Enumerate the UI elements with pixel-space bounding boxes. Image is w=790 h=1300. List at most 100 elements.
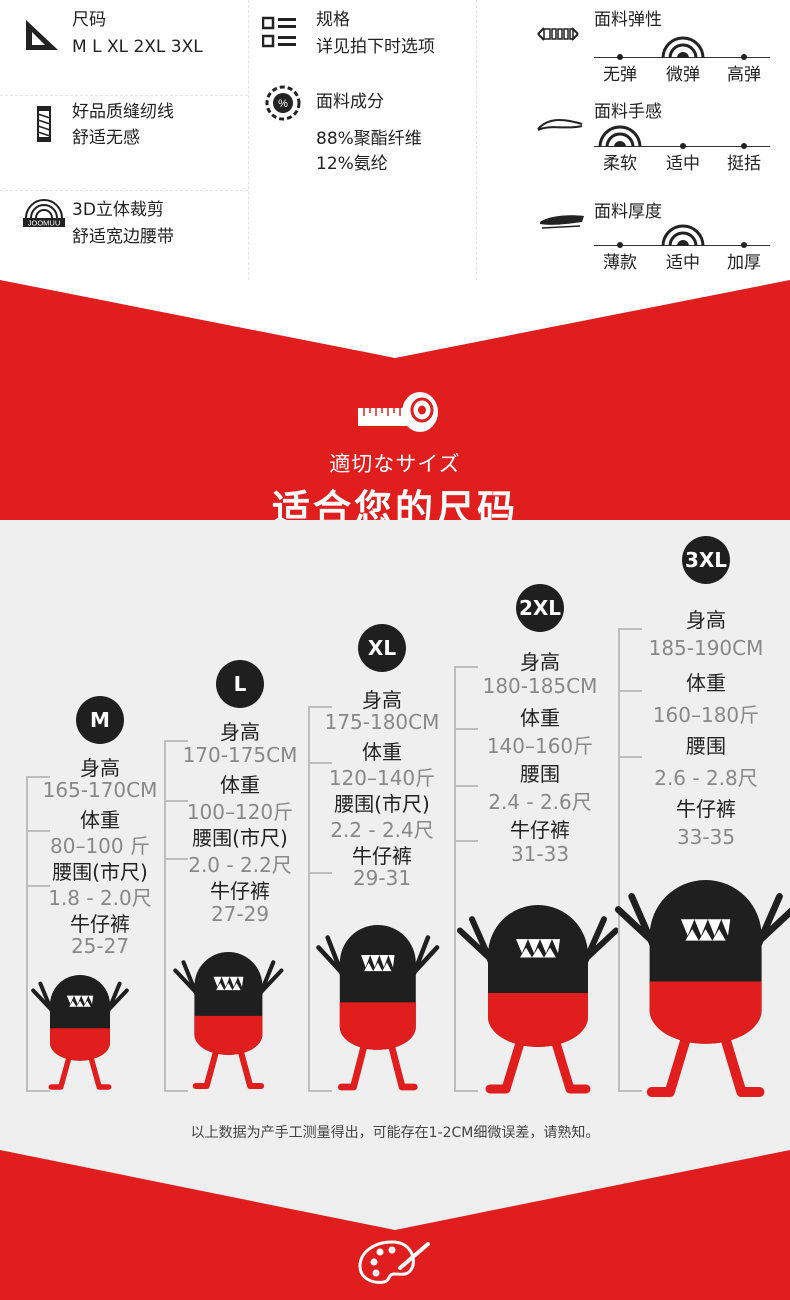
jeans-value: 33-35 bbox=[676, 824, 736, 849]
scale-dot bbox=[741, 143, 747, 149]
spec-thickness-label: 面料厚度 bbox=[594, 202, 662, 222]
height-value: 180-185CM bbox=[482, 674, 598, 698]
measure-tick bbox=[308, 762, 332, 764]
measure-tick bbox=[454, 666, 478, 668]
spec-composition-line2: 12%氨纶 bbox=[316, 154, 388, 174]
measure-tick bbox=[26, 1090, 50, 1092]
waist-label: 腰围 bbox=[520, 762, 560, 786]
size-mascot bbox=[31, 975, 129, 1090]
jeans-label: 牛仔裤 bbox=[210, 879, 270, 903]
scale-option-label: 高弹 bbox=[727, 65, 761, 85]
measure-tick bbox=[308, 872, 332, 874]
weight-value: 120–140斤 bbox=[328, 766, 436, 790]
height-value: 175-180CM bbox=[324, 710, 440, 734]
spec-spec-label: 规格 bbox=[316, 10, 350, 30]
height-value: 185-190CM bbox=[648, 635, 764, 660]
measure-tick bbox=[454, 1090, 478, 1092]
spec-cut-line2: 舒适宽边腰带 bbox=[72, 227, 174, 247]
height-value: 165-170CM bbox=[42, 778, 158, 802]
measure-tick bbox=[164, 740, 188, 742]
jeans-value: 25-27 bbox=[70, 934, 130, 958]
scale-selected-marker bbox=[661, 224, 705, 246]
thread-spool-icon bbox=[37, 106, 51, 142]
jeans-value: 31-33 bbox=[510, 842, 570, 866]
column-divider bbox=[476, 0, 477, 290]
height-label: 身高 bbox=[520, 650, 560, 674]
hand-feel-scale: 柔软 适中 挺括 bbox=[594, 125, 770, 174]
weight-label: 体重 bbox=[220, 773, 260, 797]
jeans-label: 牛仔裤 bbox=[510, 818, 570, 842]
spec-section: 尺码 M L XL 2XL 3XL 规格 详见拍下时选项 面料弹性 无弹微弹高弹 bbox=[0, 0, 790, 290]
waist-value: 2.6 - 2.8尺 bbox=[654, 765, 758, 790]
measure-line bbox=[454, 666, 456, 1090]
brand-logo-icon: JOOMUU bbox=[23, 199, 65, 228]
measure-tick bbox=[618, 756, 642, 758]
size-mascot bbox=[457, 905, 619, 1094]
list-icon bbox=[262, 16, 296, 48]
scale-selected-marker bbox=[598, 125, 642, 147]
waist-label: 腰围(市尺) bbox=[52, 860, 148, 884]
waist-value: 2.0 - 2.2尺 bbox=[188, 852, 292, 877]
weight-label: 体重 bbox=[520, 706, 560, 730]
height-label: 身高 bbox=[362, 688, 402, 712]
brand-logo-text: JOOMUU bbox=[28, 219, 61, 228]
height-label: 身高 bbox=[220, 720, 260, 744]
spec-thread-line1: 好品质缝纫线 bbox=[72, 102, 174, 122]
size-badge: L bbox=[216, 660, 264, 708]
scale-option-label: 挺括 bbox=[727, 154, 761, 174]
jeans-value: 27-29 bbox=[210, 901, 270, 926]
spec-thread-line2: 舒适无感 bbox=[72, 128, 140, 148]
measure-tick bbox=[164, 800, 188, 802]
size-mascot bbox=[316, 925, 440, 1091]
weight-label: 体重 bbox=[362, 740, 402, 764]
height-label: 身高 bbox=[686, 608, 726, 632]
spec-composition-label: 面料成分 bbox=[316, 92, 384, 112]
size-badge: 3XL bbox=[682, 536, 730, 584]
weight-value: 100–120斤 bbox=[186, 799, 294, 824]
scale-option-label: 加厚 bbox=[727, 253, 761, 273]
measure-tick bbox=[308, 1090, 332, 1092]
waist-value: 2.2 - 2.4尺 bbox=[330, 818, 434, 842]
scale-option-label: 适中 bbox=[666, 253, 700, 273]
size-mascot bbox=[615, 880, 790, 1098]
scale-dot bbox=[617, 242, 623, 248]
measure-line bbox=[164, 740, 166, 1090]
percent-icon-text: % bbox=[278, 98, 288, 110]
scale-dot bbox=[680, 143, 686, 149]
spec-spec-value: 详见拍下时选项 bbox=[316, 37, 435, 57]
palette-icon bbox=[358, 1240, 430, 1284]
fabric-layer-icon bbox=[540, 215, 584, 229]
size-badge: 2XL bbox=[516, 584, 564, 632]
row-divider bbox=[0, 190, 248, 191]
banner-subtitle: 適切なサイズ bbox=[329, 452, 461, 476]
scale-dot bbox=[741, 242, 747, 248]
measure-line bbox=[618, 628, 620, 1090]
scale-option-label: 适中 bbox=[666, 154, 700, 174]
measure-tick bbox=[164, 858, 188, 860]
measure-tick bbox=[454, 728, 478, 730]
scale-dot bbox=[741, 54, 747, 60]
waist-value: 2.4 - 2.6尺 bbox=[488, 790, 592, 814]
waist-label: 腰围 bbox=[686, 734, 726, 758]
stretch-fabric-icon bbox=[537, 27, 579, 41]
spec-hand-feel-label: 面料手感 bbox=[594, 102, 662, 122]
measure-tick bbox=[26, 776, 50, 778]
measurement-note: 以上数据为产手工测量得出，可能存在1-2CM细微误差，请熟知。 bbox=[190, 1125, 600, 1141]
jeans-label: 牛仔裤 bbox=[70, 912, 130, 936]
scale-option-label: 薄款 bbox=[603, 253, 637, 273]
jeans-label: 牛仔裤 bbox=[676, 797, 736, 821]
jeans-label: 牛仔裤 bbox=[352, 844, 412, 868]
weight-value: 160–180斤 bbox=[652, 702, 760, 727]
spec-size-label: 尺码 bbox=[72, 10, 106, 30]
spec-composition-line1: 88%聚酯纤维 bbox=[316, 129, 422, 149]
weight-value: 140–160斤 bbox=[486, 734, 594, 758]
spec-size-value: M L XL 2XL 3XL bbox=[72, 37, 203, 57]
waist-value: 1.8 - 2.0尺 bbox=[48, 886, 152, 910]
size-badge: M bbox=[76, 696, 124, 744]
measure-tick bbox=[454, 840, 478, 842]
measure-tick bbox=[26, 830, 50, 832]
size-badge: XL bbox=[358, 624, 406, 672]
weight-value: 80–100 斤 bbox=[50, 834, 150, 858]
row-divider bbox=[0, 95, 248, 96]
scale-option-label: 柔软 bbox=[603, 154, 637, 174]
